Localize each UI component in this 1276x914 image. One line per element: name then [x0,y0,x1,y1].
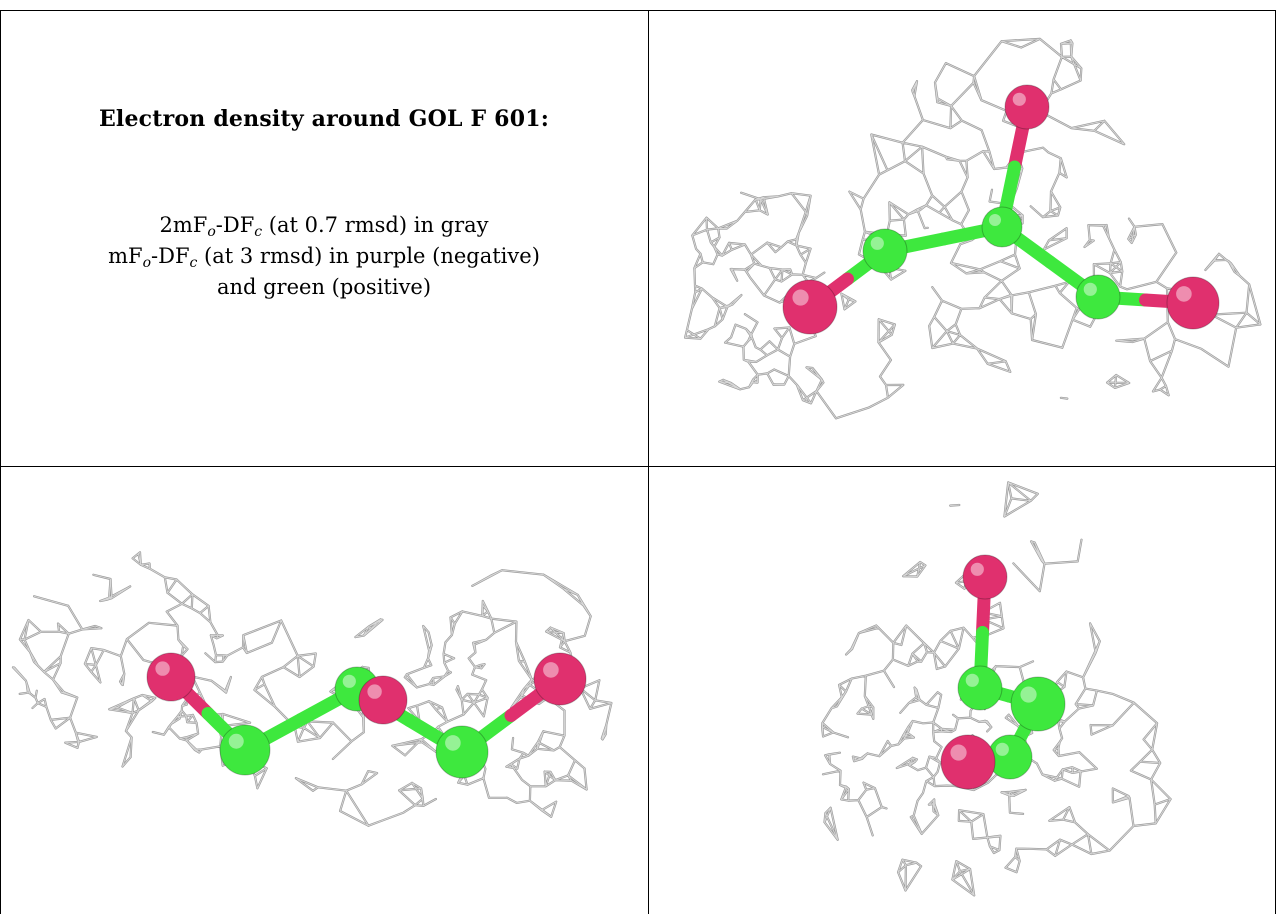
carbon-atom-1 [957,665,1003,711]
oxygen-atom-5-highlight [1176,286,1192,302]
oxygen-atom-3 [358,675,408,725]
carbon-atom-2-highlight [870,236,884,250]
oxygen-atom-4 [940,734,996,790]
legend-line-2: mFo-DFc (at 3 rmsd) in purple (negative) [108,244,540,271]
carbon-atom-2 [1010,676,1066,732]
oxygen-atom-0-highlight [1012,92,1026,106]
carbon-atom-1-highlight [228,733,244,749]
carbon-atom-1 [219,724,271,776]
density-view-bottom-left [11,551,613,827]
oxygen-atom-5 [533,652,587,706]
carbon-atom-4-highlight [1083,282,1097,296]
density-view-top-right [684,37,1262,420]
carbon-atom-1-highlight [965,673,979,687]
oxygen-atom-3-highlight [367,684,382,699]
figure-title: Electron density around GOL F 601: [98,106,550,132]
table-border-top [0,10,1276,11]
oxygen-atom-0-highlight [155,661,170,676]
oxygen-atom-0 [962,554,1008,600]
carbon-atom-2-highlight [342,674,356,688]
table-divider-vertical [648,10,649,914]
oxygen-atom-3 [782,279,838,335]
map-legend: 2mFo-DFc (at 0.7 rmsd) in gray mFo-DFc (… [0,210,648,303]
carbon-atom-4 [1075,274,1121,320]
legend-line-3: and green (positive) [216,275,432,299]
carbon-atom-1-highlight [989,214,1001,226]
oxygen-atom-0 [146,652,196,702]
oxygen-atom-4-highlight [950,744,967,761]
description-cell: Electron density around GOL F 601: 2mFo-… [0,10,648,466]
legend-line-1: 2mFo-DFc (at 0.7 rmsd) in gray [159,213,489,240]
carbon-atom-4 [435,725,489,779]
carbon-atom-1 [981,206,1023,248]
density-mesh-highlight [12,551,612,827]
carbon-atom-2 [862,228,908,274]
table-border-left [0,10,1,914]
oxygen-atom-0 [1004,84,1050,130]
carbon-atom-4-highlight [445,735,461,751]
oxygen-atom-3-highlight [792,289,809,306]
density-view-bottom-right [821,481,1172,897]
carbon-atom-2-highlight [1020,686,1037,703]
oxygen-atom-5 [1166,276,1220,330]
table-divider-horizontal [0,466,1276,467]
oxygen-atom-0-highlight [970,562,984,576]
carbon-atom-3-highlight [995,742,1009,756]
oxygen-atom-5-highlight [543,662,559,678]
